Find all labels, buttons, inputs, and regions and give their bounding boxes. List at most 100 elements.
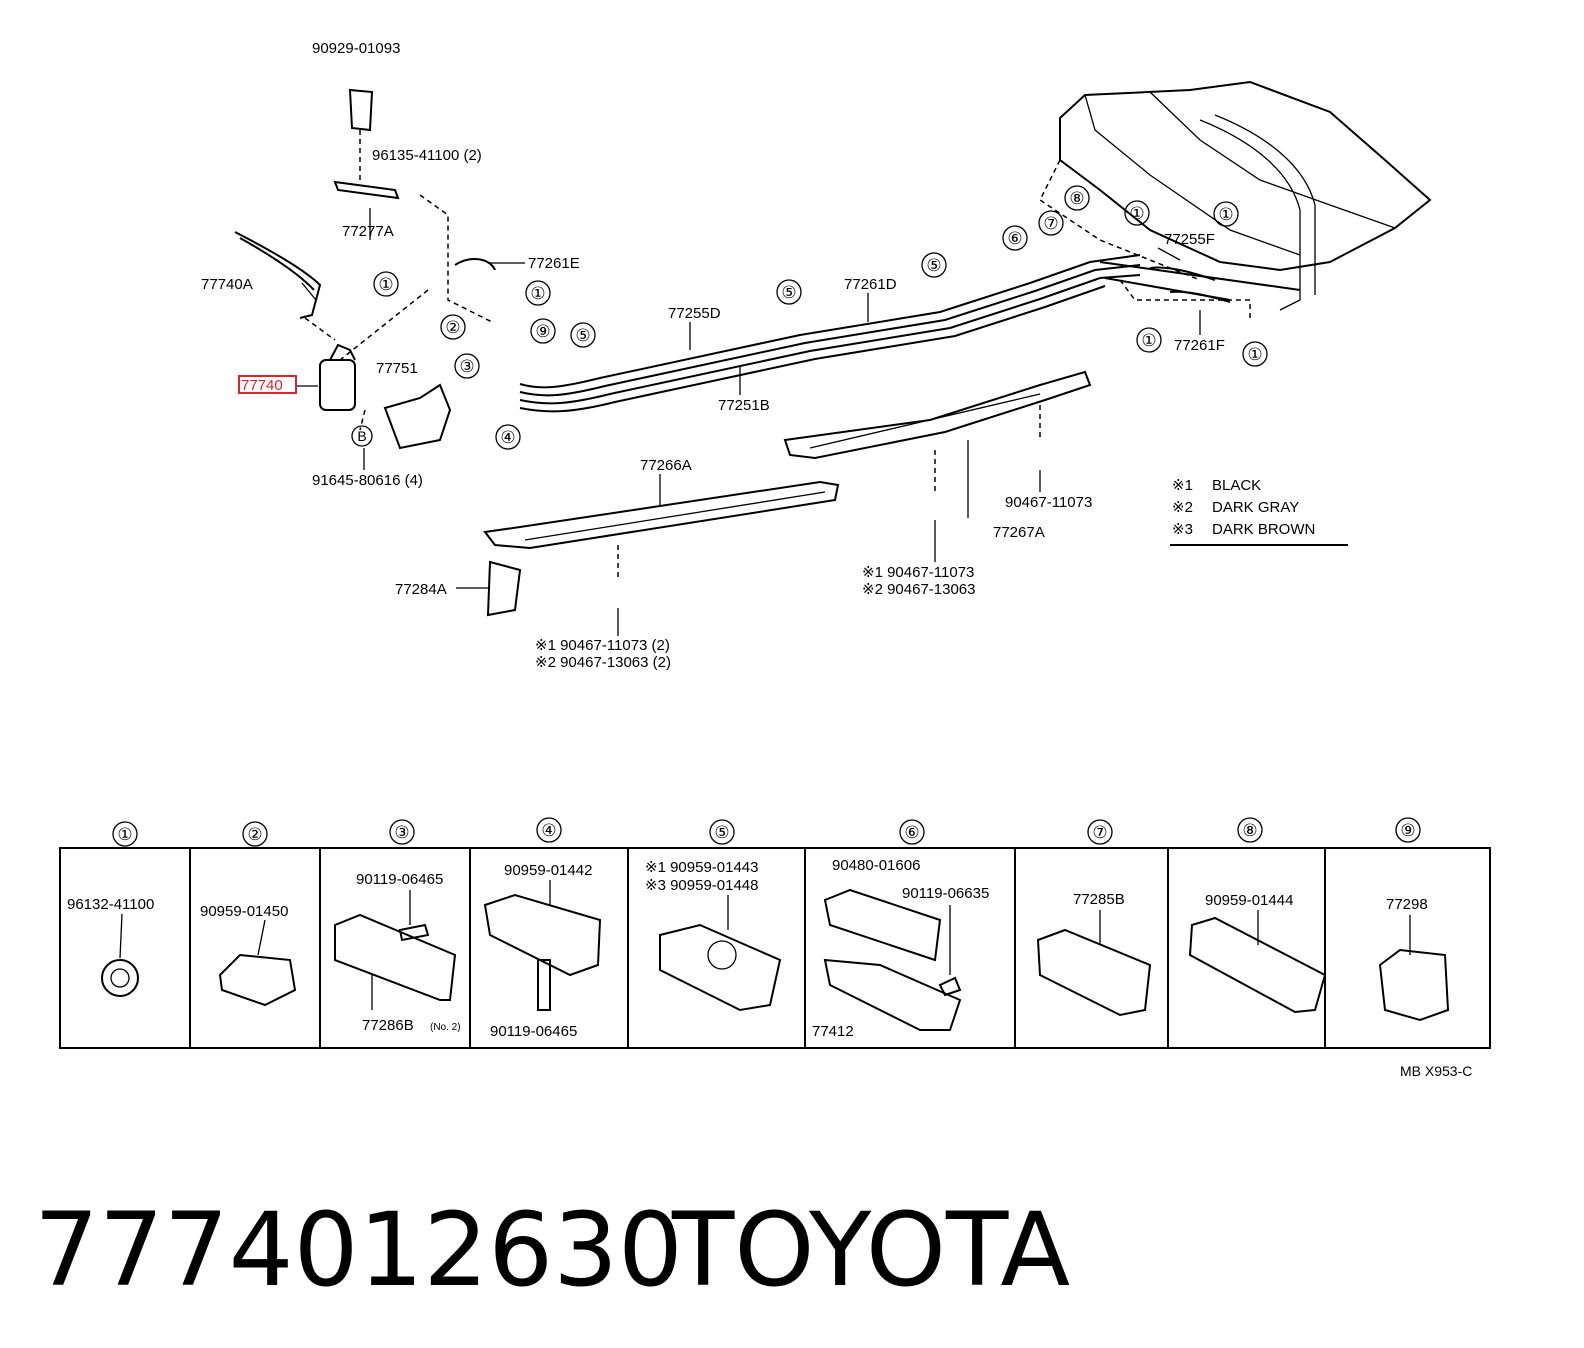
label-77255f[interactable]: 77255F <box>1164 231 1215 248</box>
table-header-1: ① <box>112 821 138 847</box>
label-77751[interactable]: 77751 <box>376 360 418 377</box>
color-legend: ※1 BLACK ※2 DARK GRAY ※3 DARK BROWN <box>1170 477 1348 546</box>
label-mid-note-1[interactable]: ※1 90467-11073 <box>862 564 974 581</box>
svg-text:⑤: ⑤ <box>781 283 796 302</box>
cell-6-part-2[interactable]: 90119-06635 <box>902 885 989 902</box>
svg-text:①: ① <box>1141 331 1156 350</box>
label-91645-80616[interactable]: 91645-80616 (4) <box>312 472 423 489</box>
label-77261f[interactable]: 77261F <box>1174 337 1225 354</box>
reference-code: MB X953-C <box>1400 1063 1472 1079</box>
callout-5-c: ⑤ <box>921 252 947 278</box>
label-77255d[interactable]: 77255D <box>668 305 721 322</box>
label-77740a[interactable]: 77740A <box>201 276 253 293</box>
callout-8: ⑧ <box>1064 185 1090 211</box>
cell-6-part-3[interactable]: 77412 <box>812 1023 854 1040</box>
caption-brand: TOYOTA <box>671 1191 1070 1310</box>
svg-text:⑧: ⑧ <box>1069 189 1084 208</box>
svg-text:③: ③ <box>459 357 474 376</box>
legend-text-3: DARK BROWN <box>1212 521 1315 538</box>
label-77251b[interactable]: 77251B <box>718 397 770 414</box>
svg-text:②: ② <box>445 318 460 337</box>
fuel-lines-drawing <box>519 254 1301 413</box>
label-77284a[interactable]: 77284A <box>395 581 447 598</box>
clip-3-drawing <box>334 890 457 1010</box>
callout-5-b: ⑤ <box>776 279 802 305</box>
label-bot-note-1[interactable]: ※1 90467-11073 (2) <box>535 637 670 654</box>
diagram-labels: 90929-01093 96135-41100 (2) 77277A 77740… <box>201 40 1225 671</box>
svg-text:①: ① <box>1247 345 1262 364</box>
clip-leaders-drawing <box>617 279 1251 580</box>
label-77261d[interactable]: 77261D <box>844 276 897 293</box>
legend-text-1: BLACK <box>1212 477 1261 494</box>
callout-2: ② <box>440 314 466 340</box>
callout-6: ⑥ <box>1002 225 1028 251</box>
caption-part-number[interactable]: 7774012630 <box>34 1191 683 1310</box>
cell-6-part-1[interactable]: 90480-01606 <box>832 857 920 874</box>
cell-7-part-1[interactable]: 77285B <box>1073 891 1125 908</box>
svg-text:③: ③ <box>394 823 409 842</box>
svg-text:⑧: ⑧ <box>1242 821 1257 840</box>
table-header-7: ⑦ <box>1087 819 1113 845</box>
protector-plates-drawing <box>483 370 1092 617</box>
label-77740-highlighted[interactable]: 77740 <box>241 377 283 394</box>
cell-2-part-1[interactable]: 90959-01450 <box>200 903 288 920</box>
table-header-4: ④ <box>536 817 562 843</box>
svg-text:①: ① <box>378 275 393 294</box>
fuel-tank-drawing <box>1039 80 1432 311</box>
svg-text:⑦: ⑦ <box>1043 214 1058 233</box>
clip-4-drawing <box>483 880 602 1011</box>
svg-text:①: ① <box>1129 204 1144 223</box>
leader-lines <box>296 208 1201 636</box>
legend-mark-2: ※2 <box>1172 499 1193 516</box>
label-90929-01093[interactable]: 90929-01093 <box>312 40 400 57</box>
callout-3: ③ <box>454 353 480 379</box>
callout-7: ⑦ <box>1038 210 1064 236</box>
svg-text:①: ① <box>530 284 545 303</box>
svg-text:⑤: ⑤ <box>575 326 590 345</box>
clip-5-drawing <box>659 895 782 1012</box>
svg-text:B: B <box>357 428 366 444</box>
caption: 7774012630 TOYOTA <box>34 1191 1070 1310</box>
svg-text:④: ④ <box>541 821 556 840</box>
table-header-5: ⑤ <box>709 819 735 845</box>
label-96135-41100[interactable]: 96135-41100 (2) <box>372 147 482 164</box>
svg-text:⑥: ⑥ <box>904 823 919 842</box>
cell-9-part-1[interactable]: 77298 <box>1386 896 1428 913</box>
label-77261e[interactable]: 77261E <box>528 255 580 272</box>
callout-1-f: ① <box>1242 341 1268 367</box>
cell-4-part-2[interactable]: 90119-06465 <box>490 1023 577 1040</box>
svg-text:⑤: ⑤ <box>926 256 941 275</box>
table-header-2: ② <box>242 821 268 847</box>
cell-1-part-1[interactable]: 96132-41100 <box>67 896 154 913</box>
parts-table: ① ② ③ ④ ⑤ ⑥ ⑦ ⑧ ⑨ 96132-41100 90959-0145… <box>59 817 1491 1079</box>
label-90467-11073-right[interactable]: 90467-11073 <box>1005 494 1092 511</box>
cell-4-part-1[interactable]: 90959-01442 <box>504 862 592 879</box>
svg-text:①: ① <box>117 825 132 844</box>
callout-1-c: ① <box>1124 200 1150 226</box>
svg-text:⑨: ⑨ <box>1400 821 1415 840</box>
clip-1-drawing <box>101 913 139 997</box>
label-77266a[interactable]: 77266A <box>640 457 692 474</box>
label-77277a[interactable]: 77277A <box>342 223 394 240</box>
svg-text:⑤: ⑤ <box>714 823 729 842</box>
cell-3-part-2[interactable]: 77286B <box>362 1017 414 1034</box>
legend-mark-3: ※3 <box>1172 521 1193 538</box>
highlight-box <box>238 375 297 394</box>
cell-5-part-2[interactable]: ※3 90959-01448 <box>645 877 759 894</box>
label-bot-note-2[interactable]: ※2 90467-13063 (2) <box>535 654 671 671</box>
callout-5-a: ⑤ <box>570 322 596 348</box>
cell-8-part-1[interactable]: 90959-01444 <box>1205 892 1293 909</box>
cell-3-part-3[interactable]: (No. 2) <box>430 1022 461 1033</box>
diagram-callouts: ① ① ② ⑨ ③ ④ ⑤ ⑤ ⑤ ⑥ ⑦ ⑧ ① ① ① ① B <box>351 185 1268 450</box>
table-header-6: ⑥ <box>899 819 925 845</box>
cell-3-part-1[interactable]: 90119-06465 <box>356 871 443 888</box>
cell-5-part-1[interactable]: ※1 90959-01443 <box>645 859 759 876</box>
label-77267a[interactable]: 77267A <box>993 524 1045 541</box>
clip-8-drawing <box>1188 910 1327 1014</box>
svg-text:②: ② <box>247 825 262 844</box>
callout-4: ④ <box>495 424 521 450</box>
label-mid-note-2[interactable]: ※2 90467-13063 <box>862 581 976 598</box>
svg-text:④: ④ <box>500 428 515 447</box>
marker-b: B <box>351 425 373 447</box>
